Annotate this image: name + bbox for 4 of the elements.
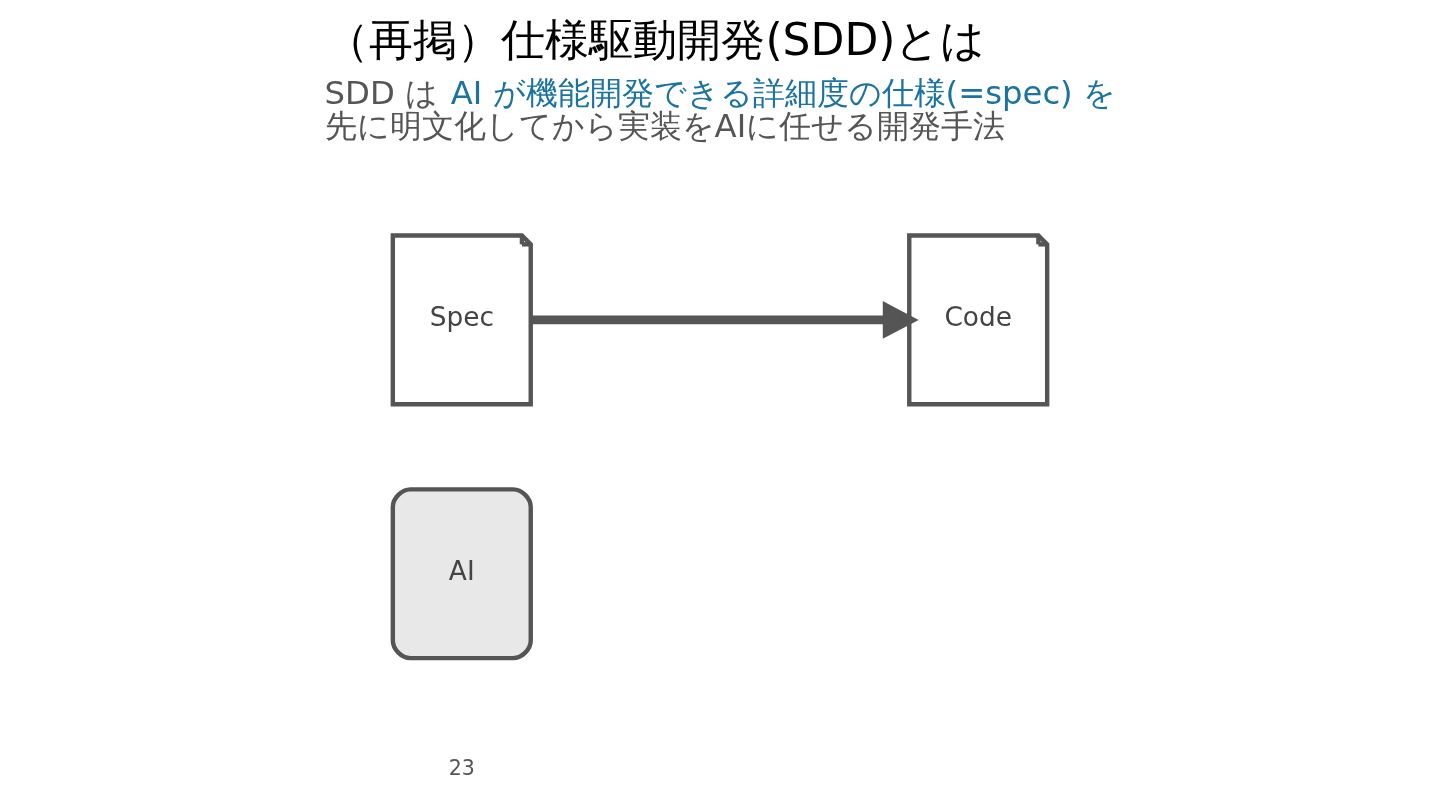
arrow [530, 301, 919, 339]
node-box: AI [390, 487, 533, 661]
diagram-title: （再掲）仕様駆動開発(SDD)とは [325, 14, 986, 66]
label: 23 [448, 756, 475, 781]
